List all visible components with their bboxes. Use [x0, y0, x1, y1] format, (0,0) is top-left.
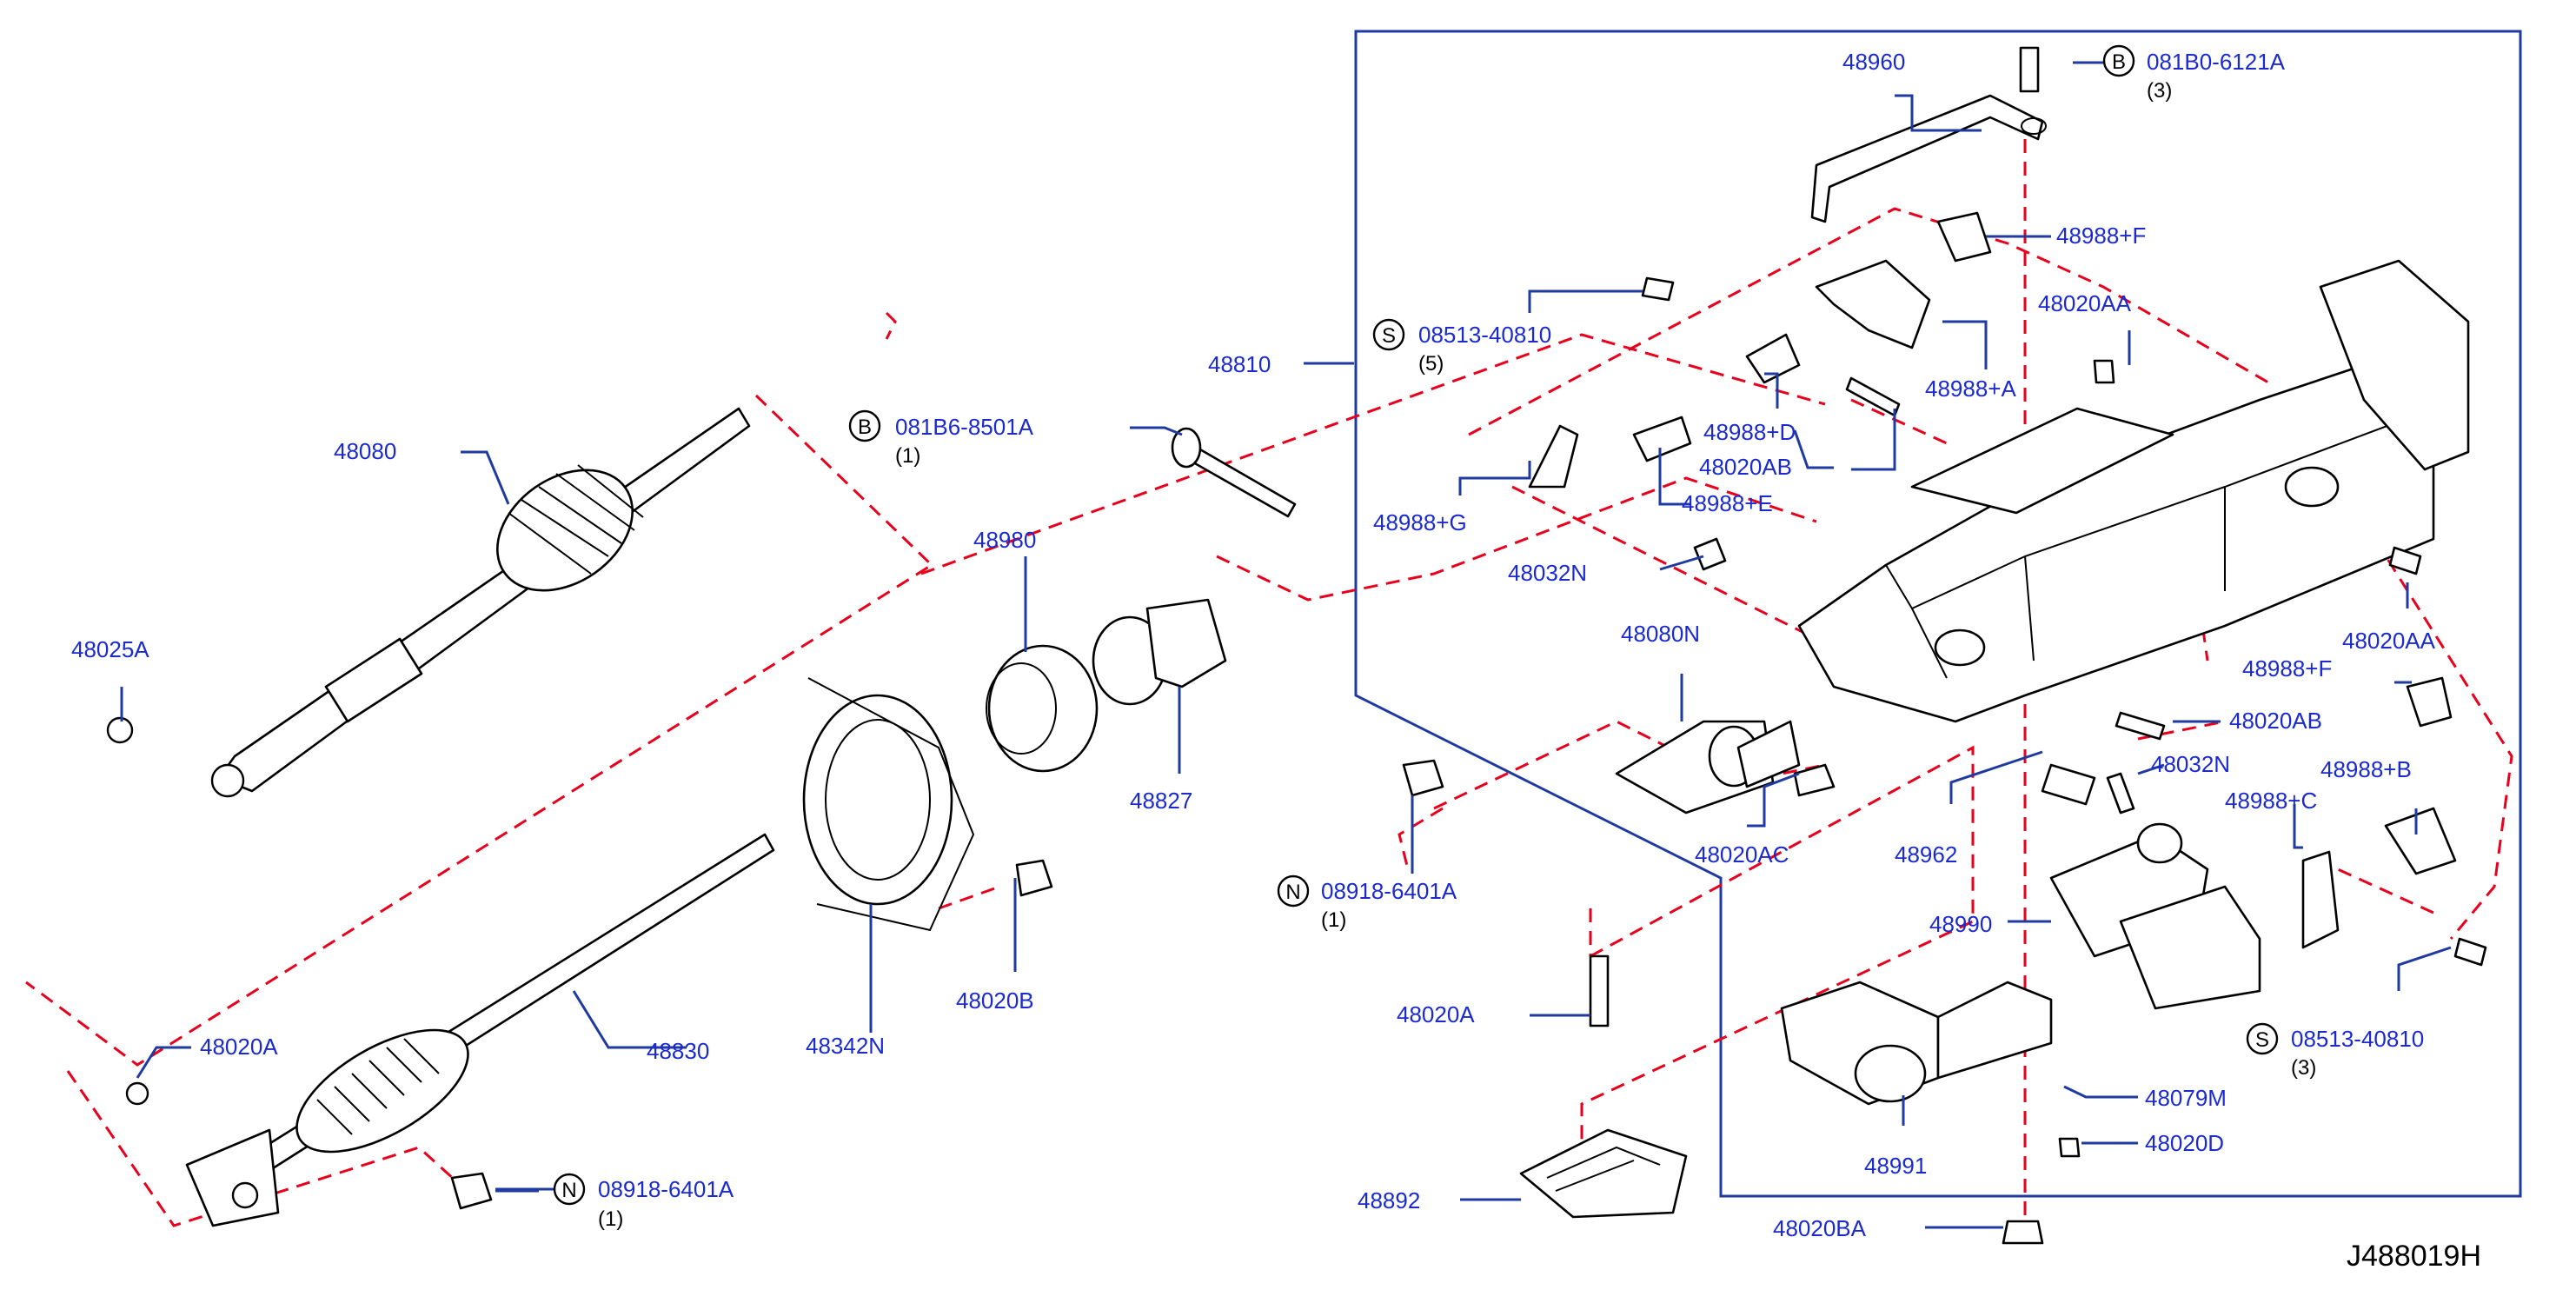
label-08918-mid: 08918-6401A [1321, 878, 1457, 904]
assembly-frame [1354, 30, 2522, 1198]
fastener-symbols: B S B N N S [553, 44, 2279, 1206]
diagram-code: J488019H [2347, 1240, 2481, 1273]
label-48991: 48991 [1864, 1153, 1927, 1179]
label-48080: 48080 [334, 438, 396, 464]
nut-symbol-left [553, 1173, 586, 1206]
upper-intermediate-shaft [210, 407, 751, 798]
label-48020b: 48020B [956, 987, 1034, 1014]
label-48988a: 48988+A [1925, 376, 2016, 402]
qty-08918-left: (1) [598, 1207, 623, 1231]
qty-08918-mid: (1) [1321, 908, 1346, 932]
label-48990: 48990 [1929, 911, 1992, 937]
label-48025a: 48025A [71, 636, 149, 662]
small-brackets [1528, 211, 2457, 949]
bolt-symbol-081b0 [2102, 44, 2135, 77]
label-48827: 48827 [1130, 788, 1192, 814]
label-48960: 48960 [1842, 49, 1905, 75]
label-08513-right: 08513-40810 [2291, 1026, 2424, 1052]
label-48988f-top: 48988+F [2056, 223, 2146, 249]
label-48988e: 48988+E [1682, 490, 1773, 516]
label-48020aa-top: 48020AA [2038, 290, 2132, 316]
label-48988d: 48988+D [1703, 419, 1796, 445]
universal-joint [1615, 720, 1801, 815]
label-48980: 48980 [973, 527, 1036, 553]
cover-clip [1092, 598, 1227, 706]
label-48020aa-right: 48020AA [2342, 628, 2436, 654]
qty-081b0: (3) [2147, 79, 2172, 103]
leader-lines [120, 61, 2452, 1229]
upper-bracket [1810, 94, 2047, 223]
label-48810: 48810 [1208, 351, 1271, 377]
label-48020a-mid: 48020A [1397, 1001, 1475, 1027]
fasteners [106, 46, 2487, 1245]
label-48020ac: 48020AC [1695, 841, 1789, 868]
qty-08513-top: (5) [1418, 352, 1444, 376]
label-48020a-left: 48020A [200, 1034, 278, 1060]
tilt-motor-assembly [2049, 822, 2261, 1010]
steering-column-assembly [1797, 259, 2470, 723]
label-48988g: 48988+G [1373, 509, 1467, 535]
label-08513-top: 08513-40810 [1418, 322, 1551, 348]
label-08918-left: 08918-6401A [598, 1176, 734, 1202]
telescopic-motor [1780, 981, 2053, 1106]
bolt-symbol-081b6-letter: B [858, 416, 872, 439]
nut-symbol-left-letter: N [561, 1179, 576, 1202]
label-48020ba: 48020BA [1773, 1215, 1867, 1241]
label-48988b: 48988+B [2320, 756, 2412, 782]
label-48080n: 48080N [1621, 621, 1700, 647]
column-boot-bracket [802, 677, 975, 932]
label-48020ab-top: 48020AB [1699, 454, 1792, 480]
callout-labels: 48080 48025A 48830 48020A 08918-6401A (1… [71, 49, 2481, 1273]
nut-symbol-mid-letter: N [1285, 881, 1300, 904]
label-48988c: 48988+C [2225, 788, 2317, 814]
lower-intermediate-shaft [185, 833, 775, 1227]
label-48020ab-right: 48020AB [2229, 708, 2322, 734]
qty-081b6: (1) [895, 444, 920, 468]
screw-symbol-right-letter: S [2255, 1028, 2269, 1052]
nut-symbol-mid [1277, 874, 1310, 908]
screw-symbol-top-letter: S [1382, 324, 1396, 348]
label-081b6: 081B6-8501A [895, 414, 1034, 440]
label-48079m: 48079M [2145, 1085, 2227, 1111]
qty-08513-right: (3) [2291, 1056, 2316, 1080]
label-48020d: 48020D [2145, 1130, 2224, 1156]
lower-cover [1519, 1128, 1688, 1219]
label-48962: 48962 [1895, 841, 1957, 868]
long-bolt [1171, 427, 1297, 518]
label-081b0: 081B0-6121A [2147, 49, 2286, 75]
seal-ring [986, 644, 1099, 773]
screw-symbol-right [2246, 1022, 2279, 1055]
label-48830: 48830 [647, 1038, 709, 1064]
label-48892: 48892 [1358, 1187, 1420, 1214]
bolt-symbol-081b0-letter: B [2112, 50, 2126, 74]
screw-symbol-top [1372, 318, 1405, 351]
label-48988f-right: 48988+F [2242, 655, 2332, 682]
label-48342n: 48342N [806, 1033, 885, 1059]
bolt-symbol-081b6 [848, 409, 881, 442]
label-48032n-right: 48032N [2151, 751, 2230, 777]
label-48032n-top: 48032N [1508, 560, 1587, 586]
